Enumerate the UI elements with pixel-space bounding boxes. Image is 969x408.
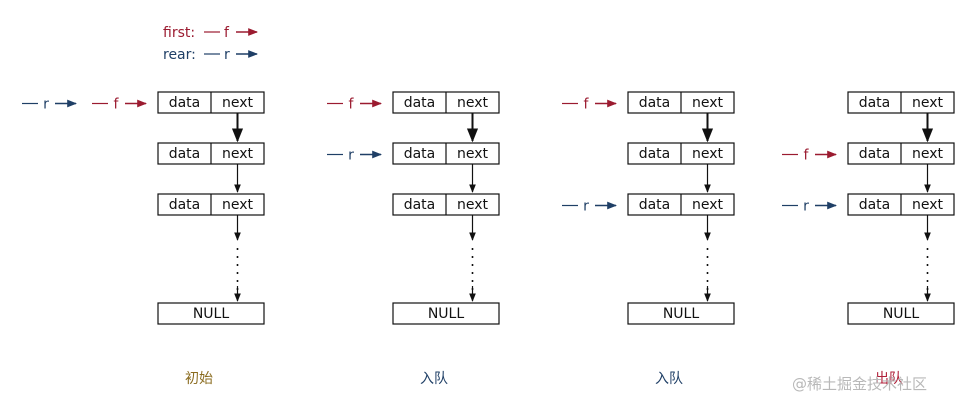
pointer-rear: r <box>782 199 837 215</box>
queue-node: data next <box>847 193 955 216</box>
queue-node: data next <box>847 91 955 114</box>
queue-node: data next <box>157 91 265 114</box>
queue-node: data next <box>847 142 955 165</box>
stage-caption: 入队 <box>655 371 683 387</box>
pointer-first: f <box>327 97 382 113</box>
node-next-label: next <box>912 146 944 162</box>
node-data-label: data <box>169 197 201 213</box>
pointer-label: r <box>583 199 589 215</box>
node-next-label: next <box>222 95 254 111</box>
node-next-label: next <box>912 95 944 111</box>
node-data-label: data <box>169 146 201 162</box>
node-next-label: next <box>692 197 724 213</box>
queue-node: data next <box>392 142 500 165</box>
node-data-label: data <box>859 146 891 162</box>
node-next-label: next <box>912 197 944 213</box>
null-label: NULL <box>663 306 700 322</box>
queue-node: data next <box>392 193 500 216</box>
legend-first-label: first: <box>163 25 195 41</box>
pointer-label: f <box>804 148 810 164</box>
pointer-label: f <box>584 97 590 113</box>
node-data-label: data <box>859 95 891 111</box>
pointer-first: f <box>92 97 147 113</box>
pointer-rear: r <box>327 148 382 164</box>
null-box <box>392 302 500 325</box>
node-data-label: data <box>639 95 671 111</box>
queue-node: data next <box>157 142 265 165</box>
queue-node: data next <box>627 142 735 165</box>
node-next-label: next <box>692 95 724 111</box>
queue-node: data next <box>627 193 735 216</box>
null-label: NULL <box>883 306 920 322</box>
legend-first-sym: f <box>224 25 230 41</box>
node-next-label: next <box>692 146 724 162</box>
pointer-rear: r <box>562 199 617 215</box>
stage-caption: 出队 <box>875 371 903 387</box>
legend: first: f rear: r <box>163 25 258 63</box>
node-next-label: next <box>222 146 254 162</box>
node-next-label: next <box>222 197 254 213</box>
pointer-first: f <box>562 97 617 113</box>
node-data-label: data <box>404 146 436 162</box>
watermark-text: @稀土掘金技术社区 <box>792 375 927 393</box>
node-data-label: data <box>639 146 671 162</box>
legend-rear-sym: r <box>224 47 230 63</box>
node-data-label: data <box>859 197 891 213</box>
pointer-label: f <box>349 97 355 113</box>
null-label: NULL <box>193 306 230 322</box>
null-box <box>847 302 955 325</box>
node-next-label: next <box>457 146 489 162</box>
stage-caption: 初始 <box>185 370 213 387</box>
node-data-label: data <box>639 197 671 213</box>
legend-rear-label: rear: <box>163 47 196 63</box>
node-data-label: data <box>404 197 436 213</box>
pointer-label: r <box>43 97 49 113</box>
null-box <box>157 302 265 325</box>
queue-node: data next <box>157 193 265 216</box>
node-next-label: next <box>457 197 489 213</box>
node-next-label: next <box>457 95 489 111</box>
node-data-label: data <box>169 95 201 111</box>
pointer-label: f <box>114 97 120 113</box>
null-box <box>627 302 735 325</box>
queue-node: data next <box>627 91 735 114</box>
node-data-label: data <box>404 95 436 111</box>
queue-node: data next <box>392 91 500 114</box>
pointer-rear: r <box>22 97 77 113</box>
null-label: NULL <box>428 306 465 322</box>
pointer-first: f <box>782 148 837 164</box>
stage-caption: 入队 <box>420 371 448 387</box>
pointer-label: r <box>803 199 809 215</box>
pointer-label: r <box>348 148 354 164</box>
